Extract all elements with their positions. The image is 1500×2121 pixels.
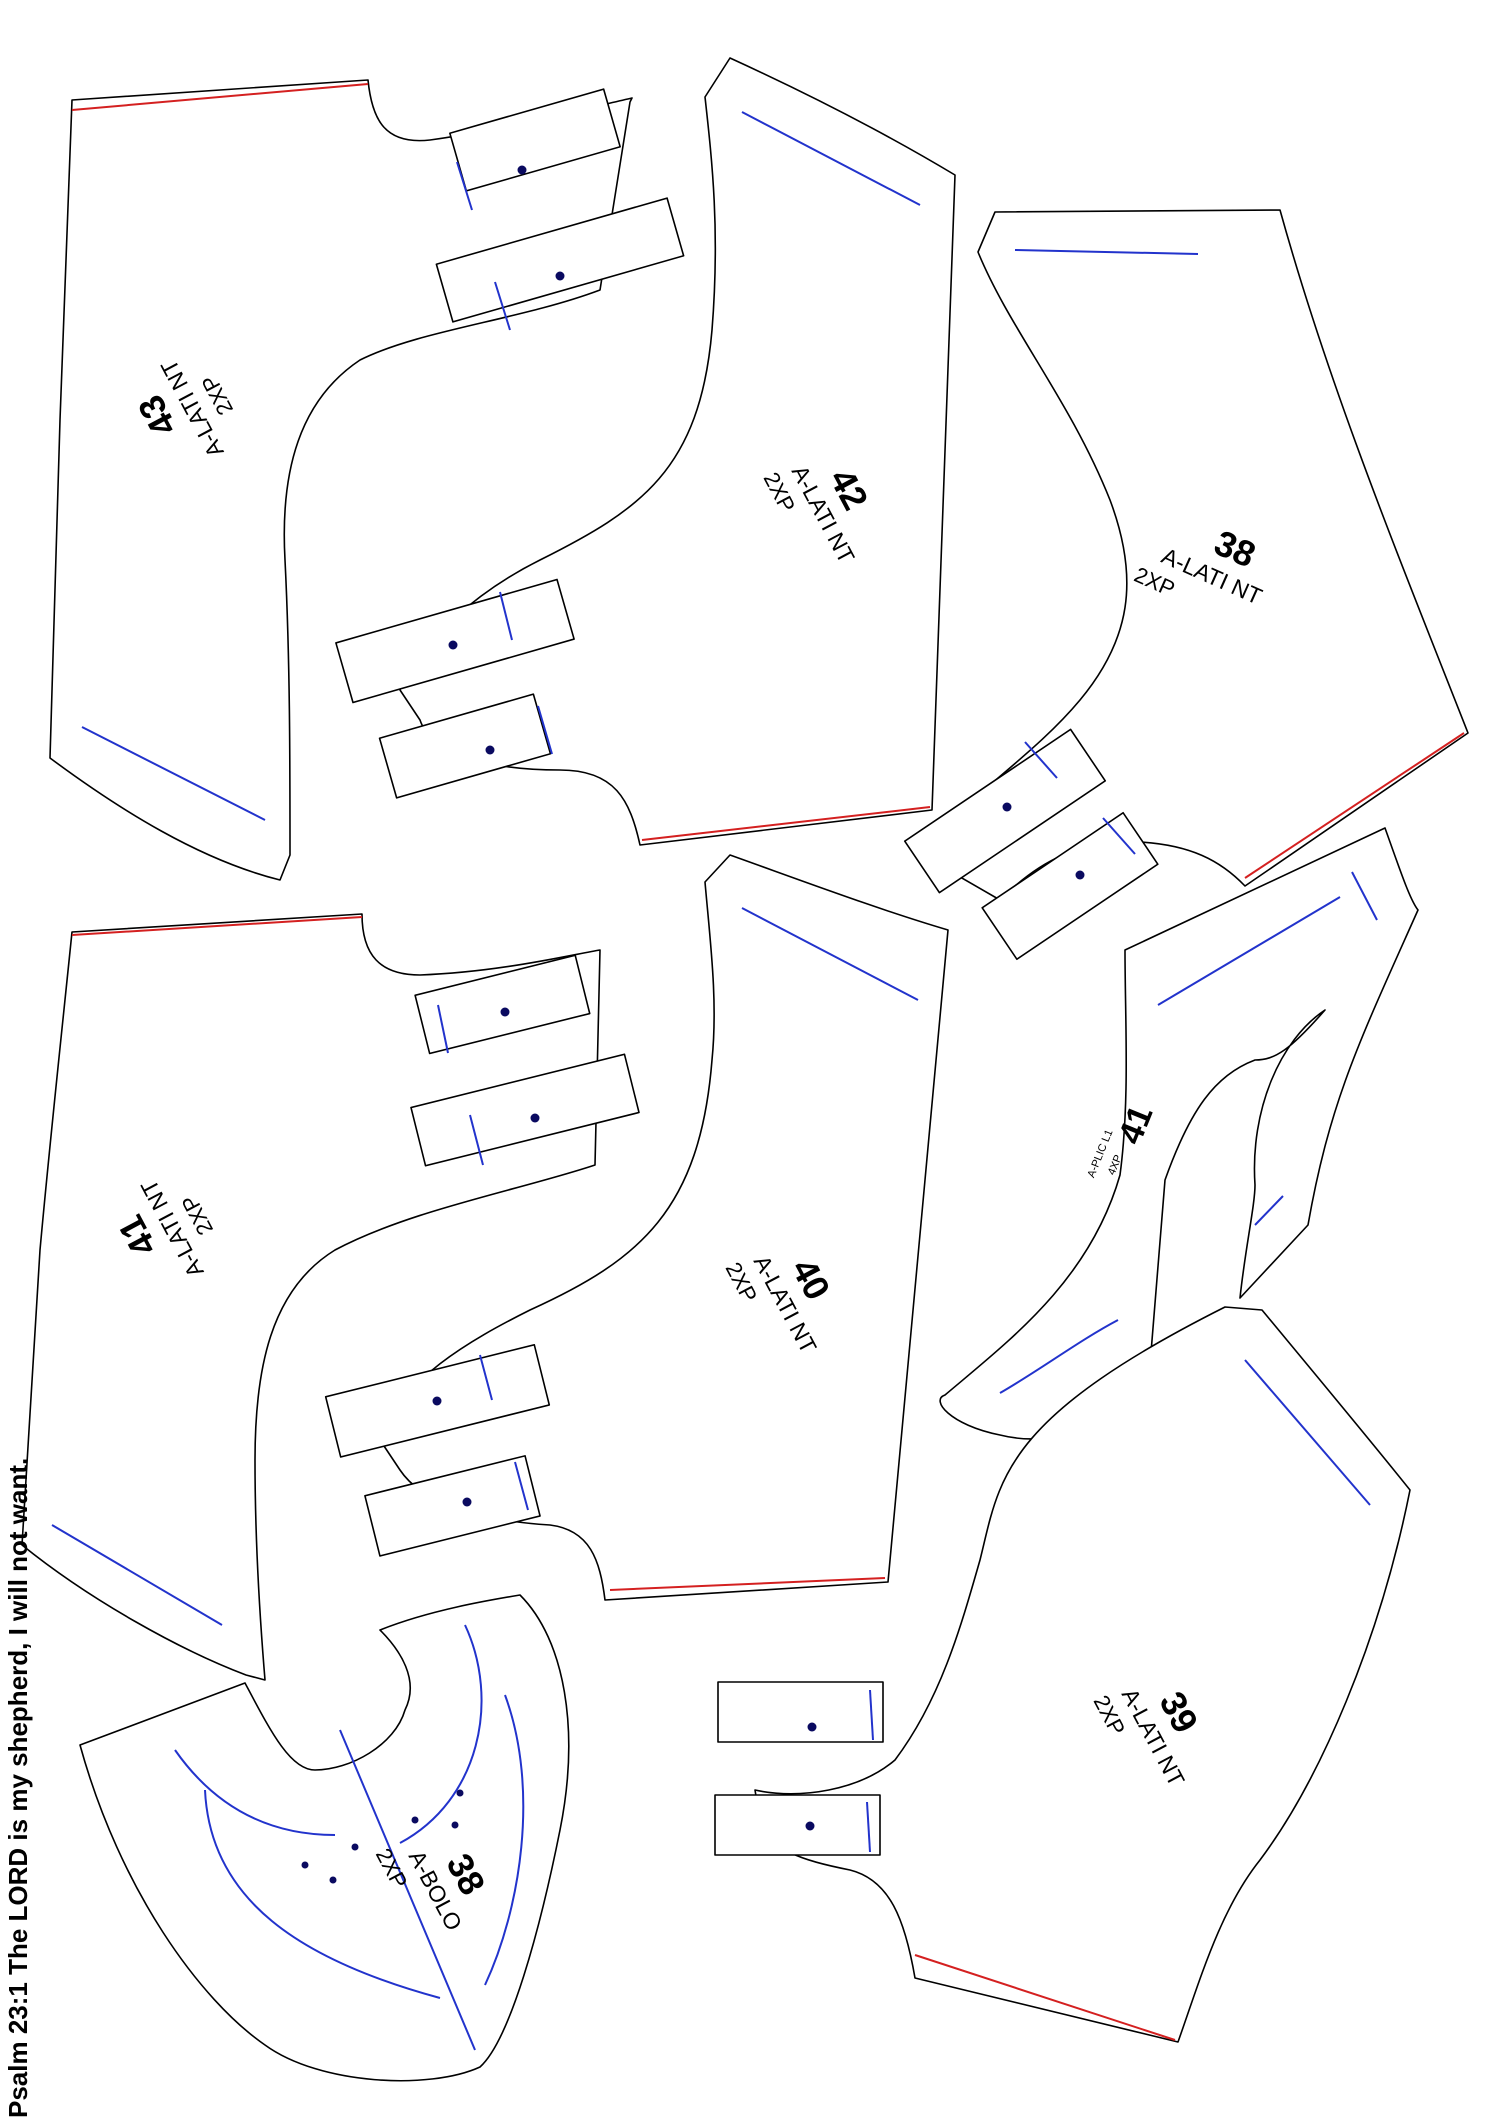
piece-41-plic-slot-1	[1157, 896, 1341, 1006]
piece-38-drill-dot	[1075, 870, 1085, 880]
pattern-piece-38: 38 A-LATI NT 2XP	[903, 209, 1469, 961]
piece-38-tab-lower	[981, 811, 1159, 961]
piece-39-drill-dot	[805, 1821, 815, 1831]
piece-38-bolo-slot-2	[204, 1789, 441, 1999]
piece-38-bolo-slot-1	[174, 1749, 336, 1836]
piece-42-slot-3	[741, 111, 921, 206]
piece-38-bolo-drill-dot	[351, 1843, 359, 1851]
piece-41-tab-upper	[414, 954, 591, 1055]
piece-39-slot-1	[869, 1689, 874, 1741]
piece-38-bolo-drill-dot	[329, 1876, 337, 1884]
piece-42-drill-dot	[448, 640, 458, 650]
pattern-piece-43: 43 A-LATI NT 2XP	[49, 79, 685, 881]
piece-41-plic-slot-4	[999, 1319, 1119, 1394]
piece-40-drill-dot	[462, 1497, 472, 1507]
piece-40-seam	[609, 1577, 886, 1591]
piece-38-bolo-drill-dot	[456, 1789, 464, 1797]
piece-39-tab-lower	[714, 1794, 881, 1856]
piece-43-slot-1	[456, 161, 473, 211]
piece-38-bolo-drill-dot	[301, 1861, 309, 1869]
piece-40-slot-1	[479, 1354, 493, 1401]
piece-39-seam	[914, 1954, 1176, 2041]
piece-38-bolo-slot-3	[399, 1624, 483, 1844]
footer-verse: Psalm 23:1 The LORD is my shepherd, I wi…	[3, 1458, 33, 2118]
pattern-piece-39: 39 A-LATI NT 2XP	[714, 1306, 1411, 2043]
piece-39-tab-upper	[717, 1681, 884, 1743]
piece-41-slot-1	[437, 1004, 449, 1054]
piece-40-slot-3	[741, 907, 919, 1001]
piece-40-drill-dot	[432, 1396, 442, 1406]
piece-41-plic-slot-2	[1351, 871, 1378, 921]
piece-40-tab-lower	[364, 1455, 541, 1557]
piece-38-bolo-grain-line	[339, 1729, 476, 2051]
piece-43-drill-dot	[555, 271, 565, 281]
piece-42-tab-lower	[378, 693, 552, 799]
piece-41-slot-3	[51, 1524, 223, 1626]
piece-38-drill-dot	[1002, 802, 1012, 812]
piece-43-slot-2	[494, 281, 511, 331]
piece-41-tab-lower	[410, 1053, 640, 1167]
piece-38-seam	[1244, 732, 1465, 879]
piece-42-slot-1	[499, 591, 513, 641]
piece-38-bolo-drill-dot	[411, 1816, 419, 1824]
piece-38-bolo-drill-dot	[451, 1821, 459, 1829]
piece-39-slot-3	[1244, 1359, 1371, 1506]
piece-38-slot-3	[1102, 817, 1136, 855]
piece-38-slot-2	[1024, 741, 1058, 779]
piece-41-drill-dot	[530, 1113, 540, 1123]
piece-41-drill-dot	[500, 1007, 510, 1017]
piece-38-slot-1	[1014, 249, 1199, 255]
piece-42-seam	[641, 806, 931, 841]
piece-43-tab-upper	[449, 88, 621, 192]
piece-41-plic-slot-3	[1254, 1195, 1284, 1226]
piece-42-slot-2	[537, 705, 553, 755]
piece-43-seam	[71, 83, 369, 111]
piece-42-drill-dot	[485, 745, 495, 755]
piece-39-drill-dot	[807, 1722, 817, 1732]
piece-41-plic-outline	[939, 827, 1419, 1440]
piece-39-slot-2	[866, 1801, 871, 1853]
pattern-piece-42: 42 A-LATI NT 2XP	[335, 57, 956, 846]
piece-38-bolo-slot-4	[484, 1694, 525, 1986]
pattern-piece-41: 41 A-LATI NT 2XP	[21, 913, 640, 1681]
pattern-piece-38-bolo: 38 A-BOLO 2XP	[79, 1594, 570, 2082]
piece-38-bolo-outline	[79, 1594, 570, 2082]
pattern-piece-40: 40 A-LATI NT 2XP	[324, 854, 949, 1601]
piece-43-drill-dot	[517, 165, 527, 175]
piece-43-slot-3	[81, 726, 266, 821]
piece-41-seam	[71, 916, 363, 936]
piece-39-outline	[754, 1306, 1411, 2043]
piece-41-slot-2	[469, 1114, 484, 1166]
piece-40-slot-2	[514, 1461, 529, 1511]
